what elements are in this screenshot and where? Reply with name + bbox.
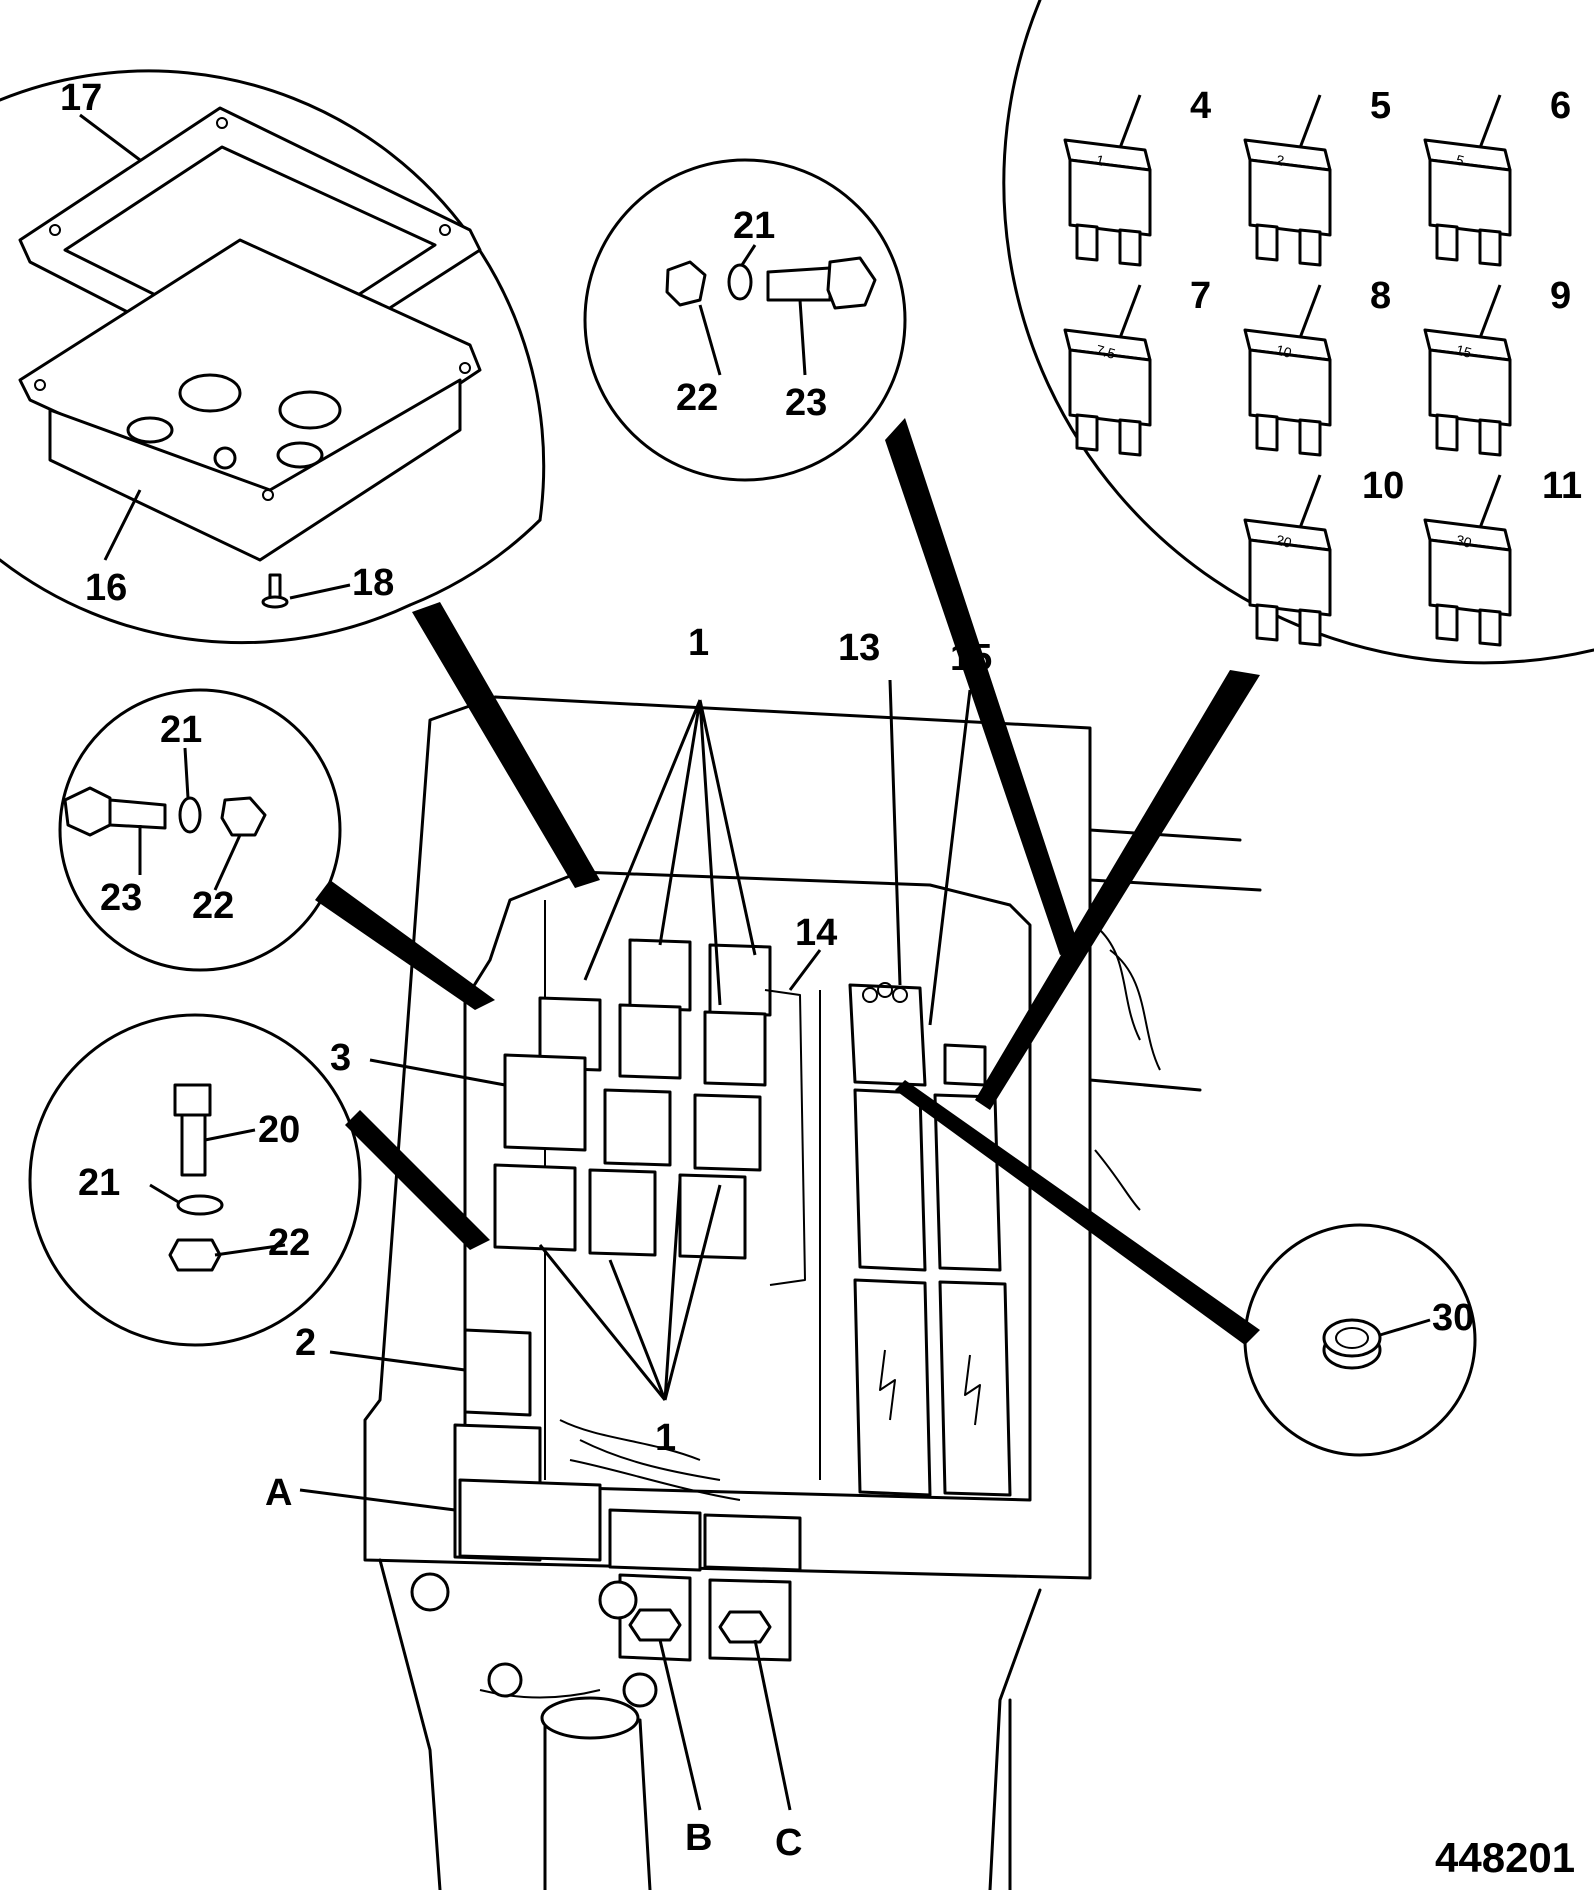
callout-a: A xyxy=(265,1472,292,1514)
blade-fuse: 30 xyxy=(1423,474,1512,647)
fuse-leader xyxy=(1298,94,1322,149)
fuse-leader xyxy=(1478,284,1502,339)
fuse-leader xyxy=(1118,94,1142,149)
callout-23-mid: 23 xyxy=(100,877,142,919)
callout-23-top: 23 xyxy=(785,382,827,424)
callout-1-lower: 1 xyxy=(655,1417,676,1459)
detail-circle-bolt-low xyxy=(28,1013,362,1347)
callout-14: 14 xyxy=(795,912,837,954)
fuse-rating-label: 10 xyxy=(1274,341,1293,361)
fuse-rating-label: 15 xyxy=(1454,341,1473,361)
fuse-box-main-assembly xyxy=(363,695,1262,1890)
callout-11: 11 xyxy=(1542,465,1582,507)
blade-fuse: 1 xyxy=(1063,94,1152,267)
callout-13: 13 xyxy=(838,627,880,669)
callout-30: 30 xyxy=(1432,1297,1474,1339)
detail-circle-bolt-mid xyxy=(58,688,342,972)
callout-b: B xyxy=(685,1817,712,1859)
callout-6: 6 xyxy=(1550,85,1571,127)
relay-grid xyxy=(493,938,806,1286)
fuse-leader xyxy=(1478,94,1502,149)
fuse-rating-label: 30 xyxy=(1454,531,1473,551)
bolt-set-mid xyxy=(63,786,267,837)
callout-17: 17 xyxy=(60,77,102,119)
callout-22-top: 22 xyxy=(676,377,718,419)
detail-circle-bolt-top xyxy=(583,158,907,482)
callout-21-top: 21 xyxy=(733,205,775,247)
fuse-leader xyxy=(1118,284,1142,339)
blade-fuse: 7.5 xyxy=(1063,284,1152,457)
callout-2: 2 xyxy=(295,1322,316,1364)
blade-fuse: 15 xyxy=(1423,284,1512,457)
detail-circle-fuses xyxy=(1002,0,1594,665)
blade-fuse: 10 xyxy=(1243,284,1332,457)
bolt-set-low xyxy=(168,1083,224,1272)
fuse-rating-label: 2 xyxy=(1274,151,1286,169)
fuse-rating-label: 1 xyxy=(1094,151,1106,169)
callout-3: 3 xyxy=(330,1037,351,1079)
callout-8: 8 xyxy=(1370,275,1391,317)
fuse-rating-label: 7.5 xyxy=(1094,341,1117,362)
drawing-number: 448201 xyxy=(1435,1834,1575,1881)
blade-fuse: 2 xyxy=(1243,94,1332,267)
fuse-leader xyxy=(1298,284,1322,339)
fuse-set: 1 2 5 7.5 10 15 20 30 xyxy=(1063,94,1512,647)
leader-lines xyxy=(79,113,1431,1811)
fuse-rating-label: 5 xyxy=(1454,151,1466,169)
callout-18: 18 xyxy=(352,562,394,604)
callout-4: 4 xyxy=(1190,85,1211,127)
callout-16: 16 xyxy=(85,567,127,609)
connector-13 xyxy=(848,983,927,1087)
fuse-leader xyxy=(1298,474,1322,529)
callout-7: 7 xyxy=(1190,275,1211,317)
fuse-leader xyxy=(1478,474,1502,529)
callout-1-upper: 1 xyxy=(688,622,709,664)
callout-22-mid: 22 xyxy=(192,885,234,927)
relay-2 xyxy=(463,1328,532,1417)
cover-box-16 xyxy=(18,238,482,562)
detail-circle-cover xyxy=(0,69,546,522)
callout-22-low: 22 xyxy=(268,1222,310,1264)
fuse-rating-label: 20 xyxy=(1274,531,1293,551)
callout-5: 5 xyxy=(1370,85,1391,127)
callout-21-low: 21 xyxy=(78,1162,120,1204)
grommet-30 xyxy=(1322,1318,1382,1370)
bolt-set-top xyxy=(665,256,877,310)
callout-c: C xyxy=(775,1822,802,1864)
screw-18 xyxy=(261,573,289,609)
callout-15: 15 xyxy=(950,637,992,679)
blade-fuse: 20 xyxy=(1243,474,1332,647)
callout-9: 9 xyxy=(1550,275,1571,317)
callout-20: 20 xyxy=(258,1109,300,1151)
callout-10-a: 10 xyxy=(1362,465,1404,507)
blade-fuse: 5 xyxy=(1423,94,1512,267)
callout-21-mid: 21 xyxy=(160,709,202,751)
callout-labels: 1 1 2 3 4 5 6 7 8 9 10 11 13 14 15 16 17… xyxy=(60,77,1582,1864)
